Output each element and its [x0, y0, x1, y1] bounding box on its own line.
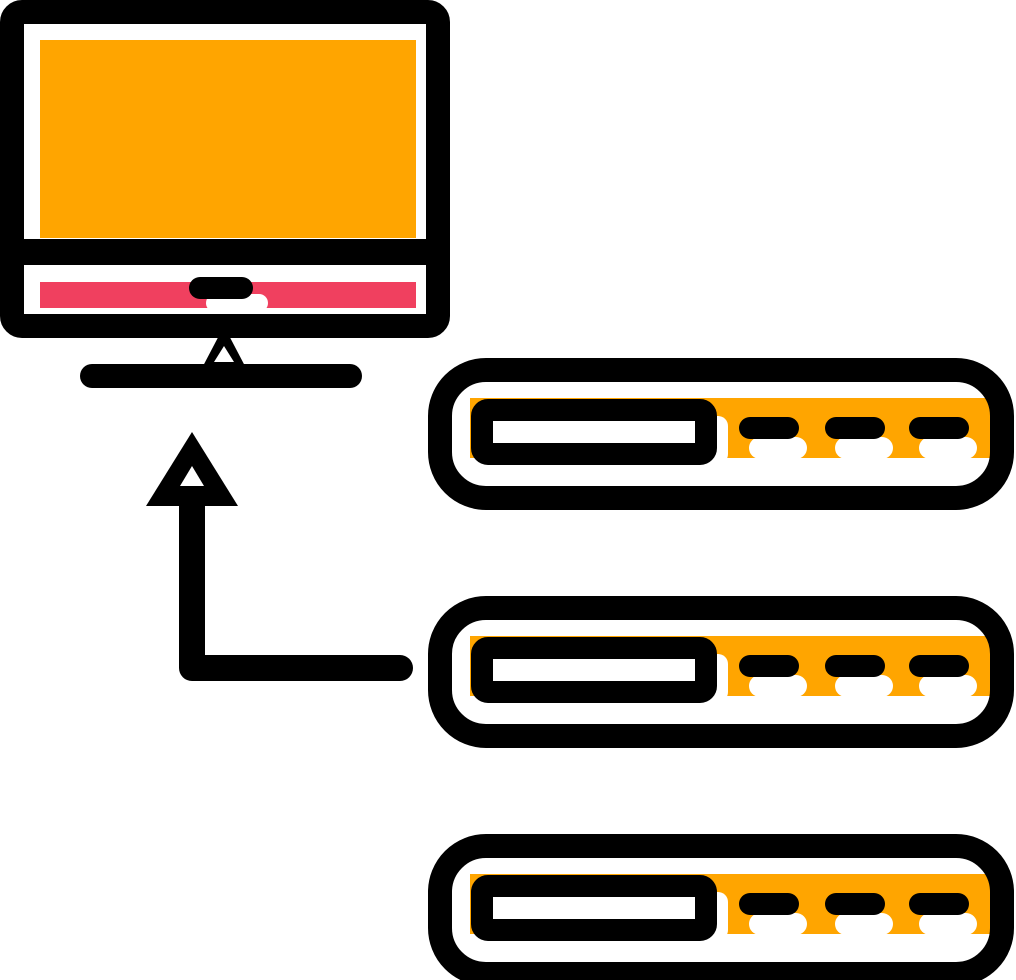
server-drive-slot: [471, 637, 717, 703]
server-stack-icon: [428, 358, 1014, 980]
monitor-frame: [0, 0, 450, 338]
arrow-up-icon: [146, 432, 413, 681]
server-frame: [428, 596, 1014, 748]
arrow-head-inner: [180, 466, 204, 486]
server-1-icon: [428, 358, 1014, 510]
server-frame: [428, 358, 1014, 510]
arrow-connector-line: [179, 479, 413, 681]
monitor-icon: [0, 0, 450, 388]
server-2-icon: [428, 596, 1014, 748]
server-drive-slot: [471, 875, 717, 941]
monitor-stand-neck-inner: [214, 346, 234, 362]
server-3-icon: [428, 834, 1014, 980]
server-frame: [428, 834, 1014, 980]
monitor-screen: [40, 40, 416, 238]
server-drive-slot: [471, 399, 717, 465]
